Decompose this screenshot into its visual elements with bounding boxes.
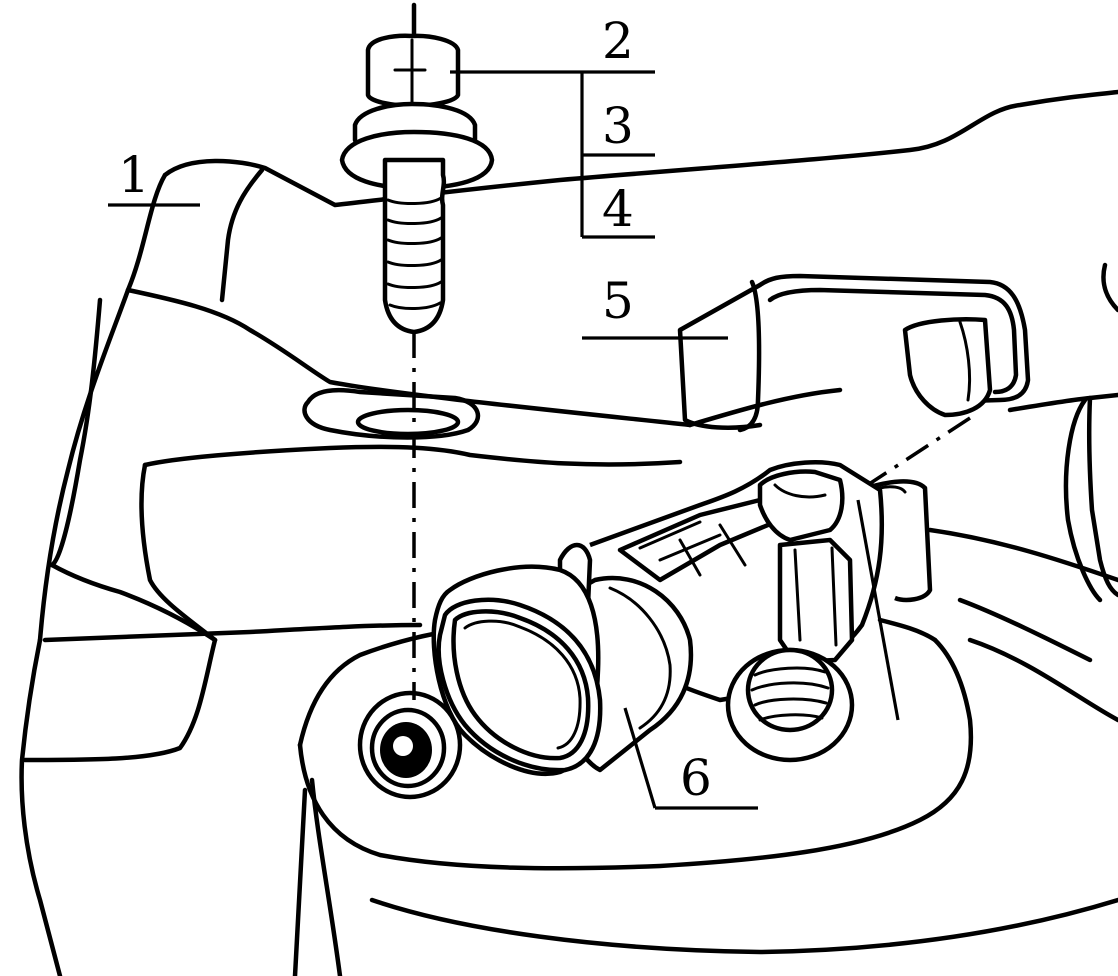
mounting-slot bbox=[302, 387, 481, 440]
callout-5: 5 bbox=[602, 272, 634, 330]
callout-2: 2 bbox=[602, 12, 634, 70]
flange-bolt bbox=[339, 2, 495, 335]
sensor-guide-line bbox=[856, 499, 900, 721]
callout-4: 4 bbox=[602, 180, 634, 238]
callout-3: 3 bbox=[602, 97, 634, 155]
callout-leaders bbox=[108, 70, 758, 810]
bolt-hole-boss bbox=[357, 690, 463, 800]
bracket-alignment-line bbox=[859, 416, 971, 492]
sensor-assembly bbox=[431, 460, 933, 776]
callout-6: 6 bbox=[680, 749, 712, 807]
callout-1: 1 bbox=[118, 146, 150, 204]
connector-bracket bbox=[677, 273, 1031, 433]
housing-outline bbox=[19, 89, 1118, 976]
